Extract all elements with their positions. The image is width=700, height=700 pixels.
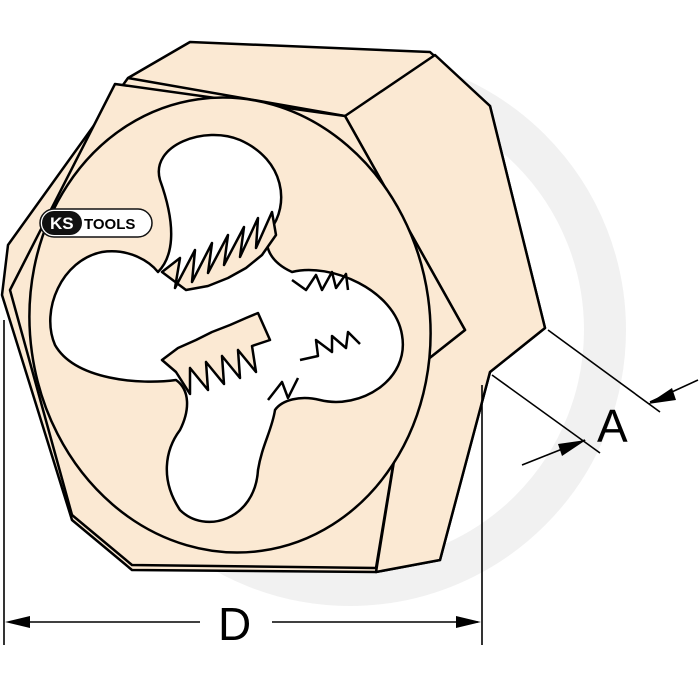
logo-ks-block <box>42 211 82 235</box>
d-arrow-left <box>5 616 30 628</box>
ks-tools-logo: KS TOOLS <box>39 208 153 238</box>
thread-teeth-right <box>291 270 361 362</box>
dimension-d <box>3 320 483 645</box>
dimension-a-label: A <box>597 400 628 452</box>
logo-ks-text: KS <box>50 214 74 233</box>
dimension-d-label: D <box>218 598 251 650</box>
thread-teeth-top <box>160 210 278 292</box>
die-flutes <box>49 133 405 524</box>
a-extension-upper <box>547 329 661 413</box>
dimension-a <box>491 329 699 466</box>
d-arrow-right <box>456 616 481 628</box>
thread-teeth-lower <box>267 377 300 401</box>
thread-teeth-left <box>160 311 272 396</box>
a-extension-lower <box>491 374 601 454</box>
a-arrow-lower <box>558 440 586 456</box>
logo-tools-text: TOOLS <box>84 216 135 233</box>
a-arrow-upper <box>648 388 676 404</box>
